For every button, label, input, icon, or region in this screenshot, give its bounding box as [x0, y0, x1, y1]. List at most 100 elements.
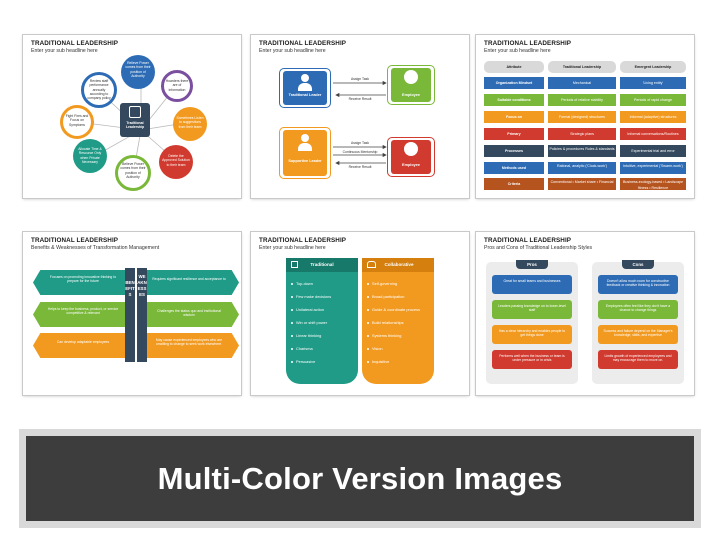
table-cell: 'Living entity': [620, 77, 686, 89]
table-cell: Formal (designed) structures: [548, 111, 616, 123]
list-item: Unilateral action: [291, 307, 324, 312]
table-cell: Policies & procedures Rules & standards: [548, 145, 616, 157]
weakness-column: [137, 268, 147, 362]
slide-thumbnail-3[interactable]: TRADITIONAL LEADERSHIP Enter your sub he…: [476, 35, 694, 198]
slide-thumbnail-2[interactable]: TRADITIONAL LEADERSHIP Enter your sub he…: [251, 35, 469, 198]
table-cell: Strategic plans: [548, 128, 616, 140]
list-item: Top-down: [291, 281, 313, 286]
bubble-4: [159, 145, 193, 179]
list-item: Build relationships: [367, 320, 404, 325]
leader-icon: [291, 261, 298, 268]
weakness-text: Requires significant resilience and acce…: [152, 277, 226, 281]
center-node-label: Traditional Leadership: [125, 121, 145, 130]
con-item: [598, 300, 678, 319]
slide-subtitle: Enter your sub headline here: [484, 48, 551, 54]
row-label: Methods used: [484, 162, 544, 174]
benefit-text: Can develop adaptable employees: [56, 340, 110, 344]
pro-item: [492, 350, 572, 369]
top-left-label: Traditional Leader: [288, 93, 322, 97]
collaborative-column: [362, 258, 434, 384]
arrow-label: Assign Task: [350, 77, 370, 81]
slide-title: TRADITIONAL LEADERSHIP: [31, 40, 119, 47]
traditional-heading: Traditional: [310, 262, 334, 267]
con-text: Doesn't allow much room for constructive…: [606, 279, 670, 288]
leader-icon: [129, 106, 141, 118]
pros-label: Pros: [527, 262, 537, 267]
supportive-leader-card: [279, 127, 331, 179]
list-item: Linear thinking: [291, 333, 321, 338]
bottom-left-label: Supportive Leader: [288, 159, 322, 163]
table-cell: Periods of relative stability: [548, 94, 616, 106]
bubble-8: [81, 72, 117, 108]
bubble-3: [173, 107, 207, 141]
table-cell: Rational, analytic ('Clock-work'): [548, 162, 616, 174]
bottom-right-label: Employee: [402, 163, 420, 167]
list-item: Broad participation: [367, 294, 404, 299]
row-label: Focus on: [484, 111, 544, 123]
table-cell: Business-ecology-based • Landscape fitne…: [620, 178, 686, 190]
table-cell: Informal (adaptive) structures: [620, 111, 686, 123]
flow-arrows: [333, 80, 387, 166]
table-cell: Informal conversations/Routines: [620, 128, 686, 140]
arrow-label: Continuous Mentorship: [342, 150, 378, 154]
con-text: Success and failure depend on the Manage…: [603, 329, 673, 338]
slide-subtitle: Benefits & Weaknesses of Transformation …: [31, 245, 160, 251]
table-row: Organization Mindset Mechanical 'Living …: [484, 77, 686, 89]
benefit-text: Focuses on promoting innovative thinking…: [49, 275, 117, 284]
bubble-2: [161, 70, 193, 102]
slide-title: TRADITIONAL LEADERSHIP: [31, 237, 119, 244]
table-row: Focus on Formal (designed) structures In…: [484, 111, 686, 123]
table-header-row: Attribute Traditional Leadership Emergen…: [484, 61, 686, 73]
slide-thumbnail-1[interactable]: TRADITIONAL LEADERSHIP Enter your sub he…: [23, 35, 241, 198]
table-cell: Intuitive, experimental ('Swarm-work'): [620, 162, 686, 174]
slide-thumbnail-5[interactable]: TRADITIONAL LEADERSHIP Enter your sub he…: [251, 232, 469, 395]
banner-title: Multi-Color Version Images: [157, 461, 563, 496]
list-item: Few make decisions: [291, 294, 331, 299]
table-cell: Mechanical: [548, 77, 616, 89]
weakness-bar-1: [147, 270, 239, 295]
cons-header: [622, 260, 654, 269]
bubble-7-text: Fight Fires and Focus on Symptoms: [65, 114, 89, 127]
group-icon: [367, 261, 376, 268]
collaborative-heading: Collaborative: [384, 262, 414, 267]
employee-card-top: [387, 65, 435, 105]
top-right-label: Employee: [402, 93, 420, 97]
weakness-text: Challenges the status quo and institutio…: [157, 309, 221, 318]
table-header: Emergent Leadership: [620, 61, 686, 73]
pro-text: Leaders passing knowledge on to lower-le…: [498, 304, 566, 313]
slide-title: TRADITIONAL LEADERSHIP: [259, 237, 347, 244]
benefits-column: [125, 268, 135, 362]
bubble-2-text: Hoarders there are of information: [165, 79, 189, 92]
weakness-label: WEAKNESSES: [137, 274, 147, 297]
bubble-7: [60, 105, 94, 139]
con-item: [598, 325, 678, 344]
con-item: [598, 350, 678, 369]
row-label: Organization Mindset: [484, 77, 544, 89]
list-item: Win or shift power: [291, 320, 327, 325]
pro-item: [492, 275, 572, 294]
list-item: Guide & coordinate process: [367, 307, 420, 312]
arrow-label: Receive Result: [348, 97, 372, 101]
con-text: Limits growth of experienced employees a…: [604, 354, 672, 363]
table-row: Methods used Rational, analytic ('Clock-…: [484, 162, 686, 174]
table-row: Processes Policies & procedures Rules & …: [484, 145, 686, 157]
bubble-5-text: Believe Power comes from their position …: [120, 162, 146, 179]
person-body: [298, 83, 312, 91]
bubble-3-text: Sometimes Listen to suggestions from the…: [176, 116, 204, 129]
slide-subtitle: Enter your sub headline here: [259, 245, 326, 251]
slide-thumbnail-4[interactable]: TRADITIONAL LEADERSHIP Benefits & Weakne…: [23, 232, 241, 395]
arrow-label: Assign Task: [350, 141, 370, 145]
banner: Multi-Color Version Images: [26, 436, 694, 521]
collaborative-header: [362, 258, 434, 272]
weakness-bar-2: [147, 302, 239, 327]
slide-title: TRADITIONAL LEADERSHIP: [484, 40, 572, 47]
bubble-5: [115, 155, 151, 191]
benefits-bar-2: [33, 302, 125, 327]
row-label: Primary: [484, 128, 544, 140]
center-node: [120, 103, 150, 137]
traditional-header: [286, 258, 358, 272]
slide-thumbnail-6[interactable]: TRADITIONAL LEADERSHIP Pros and Cons of …: [476, 232, 694, 395]
table-row: Suitable conditions Periods of relative …: [484, 94, 686, 106]
row-label: Processes: [484, 145, 544, 157]
table-cell: Conventional • Market share • Financial: [548, 178, 616, 190]
